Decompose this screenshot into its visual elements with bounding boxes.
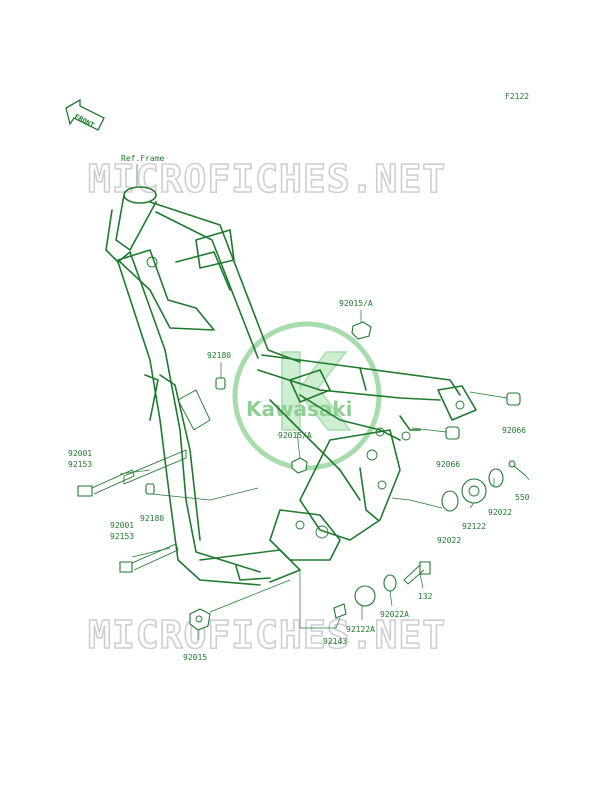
spacer-92180-top	[215, 377, 226, 390]
bolt-550-head	[508, 460, 516, 468]
label-92015a-mid: 92015/A	[278, 431, 312, 440]
cap-92066-mid	[445, 426, 460, 440]
watermark-top: MICROFICHES.NET	[88, 157, 446, 201]
label-132: 132	[418, 592, 433, 601]
label-92122: 92122	[462, 522, 486, 531]
label-92015: 92015	[183, 653, 207, 662]
washer-92022-left	[441, 490, 459, 512]
bolt-550-shaft	[513, 465, 527, 477]
spacer-92180-low	[145, 483, 155, 495]
bolt-shaft-92001a	[91, 469, 135, 495]
label-92153-a: 92153	[68, 460, 92, 469]
washer-92022a	[383, 574, 397, 592]
label-92015a-top: 92015/A	[339, 299, 373, 308]
collar-92143	[333, 603, 347, 619]
motorcycle-frame	[105, 186, 477, 586]
label-92180-low: 92180	[140, 514, 164, 523]
label-92153-b: 92153	[110, 532, 134, 541]
label-92022-left: 92022	[437, 536, 461, 545]
nut-92015a-top	[351, 321, 372, 340]
nut-92015-bottom	[189, 608, 211, 631]
label-92122a: 92122A	[346, 625, 375, 634]
parts	[77, 321, 527, 631]
label-92066-right: 92066	[502, 426, 526, 435]
cap-92066-right	[506, 392, 521, 406]
ref-frame-label: Ref.Frame	[121, 154, 165, 163]
front-arrow-icon: FRONT	[65, 98, 105, 131]
kawasaki-logo: Kawasaki	[232, 321, 382, 471]
label-92180-top: 92180	[207, 351, 231, 360]
leader-lines	[119, 310, 530, 640]
washer-92022-right	[488, 468, 504, 488]
label-92143: 92143	[323, 637, 347, 646]
collar-92122a	[354, 585, 376, 607]
figure-code: F2122	[505, 92, 529, 101]
bolt-head-92001b	[119, 561, 133, 573]
bolt-shaft-132	[403, 564, 425, 585]
bolt-shaft-92001b	[131, 543, 179, 571]
nut-92015a-mid	[291, 457, 308, 474]
label-92001-a: 92001	[68, 449, 92, 458]
label-92001-b: 92001	[110, 521, 134, 530]
label-550: 550	[515, 493, 530, 502]
label-92022a: 92022A	[380, 610, 409, 619]
watermark-bottom: MICROFICHES.NET	[88, 613, 446, 657]
label-92066-mid: 92066	[436, 460, 460, 469]
collar-92122	[461, 478, 487, 504]
label-92022-right: 92022	[488, 508, 512, 517]
bolt-head-92001a	[77, 485, 93, 497]
